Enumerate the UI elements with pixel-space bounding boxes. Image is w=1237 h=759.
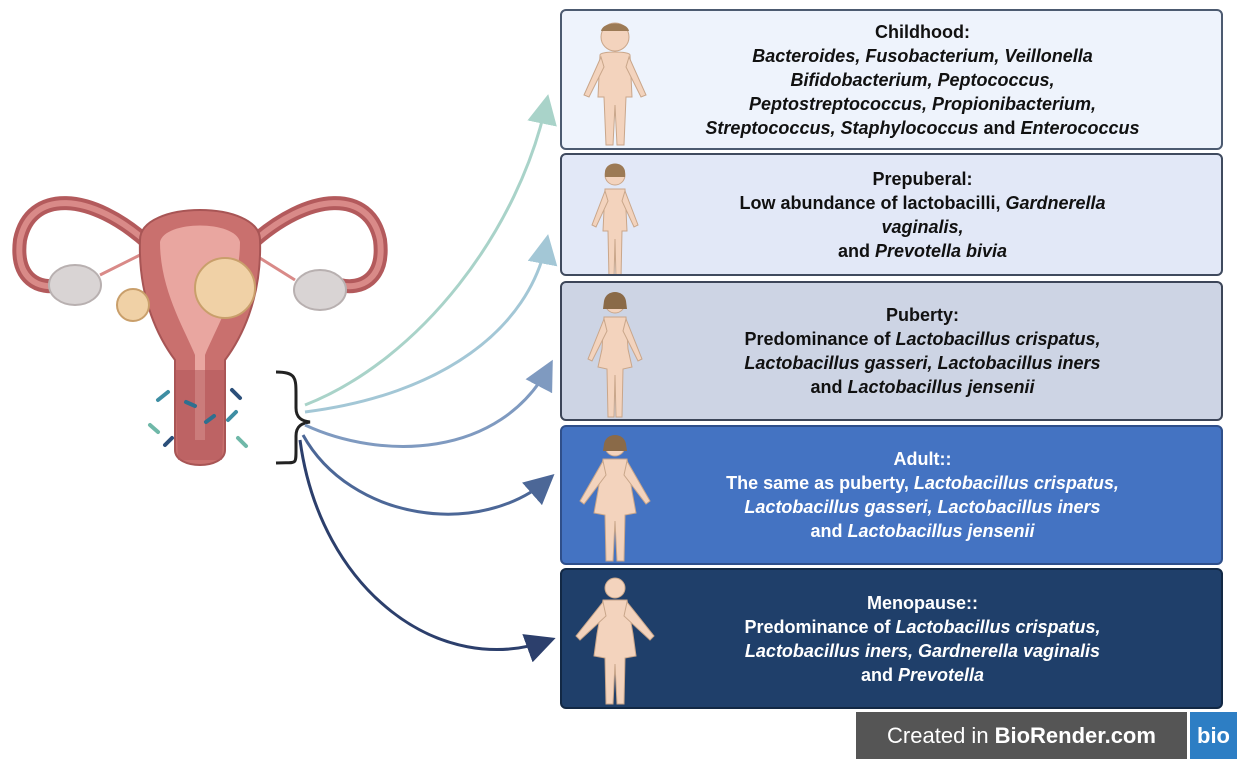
- text-run: Lactobacillus crispatus,: [895, 617, 1100, 637]
- stage-text: Adult::The same as puberty, Lactobacillu…: [632, 427, 1213, 563]
- stage-text: Childhood: Bacteroides, Fusobacterium, Ve…: [632, 11, 1213, 148]
- stage-line: Predominance of Lactobacillus crispatus,: [744, 615, 1100, 639]
- text-run: Lactobacillus iners, Gardnerella vaginal…: [745, 641, 1100, 661]
- text-run: and: [810, 521, 847, 541]
- stage-title: Childhood:: [875, 20, 970, 44]
- stage-text: Menopause::Predominance of Lactobacillus…: [632, 570, 1213, 707]
- stage-text: Prepuberal:Low abundance of lactobacilli…: [632, 155, 1213, 274]
- stage-line: Streptococcus, Staphylococcus and Entero…: [705, 116, 1139, 140]
- text-run: Low abundance of lactobacilli,: [739, 193, 1005, 213]
- stage-line: and Lactobacillus jensenii: [810, 375, 1034, 399]
- stage-title: Menopause::: [867, 591, 978, 615]
- biorender-badge-text: Created in BioRender.com: [856, 712, 1187, 759]
- text-run: Enterococcus: [1021, 118, 1140, 138]
- text-run: Prepuberal:: [872, 169, 972, 189]
- text-run: Lactobacillus jensenii: [847, 377, 1034, 397]
- stage-line: Bifidobacterium, Peptococcus,: [790, 68, 1054, 92]
- stage-line: vaginalis,: [881, 215, 963, 239]
- text-run: Prevotella: [898, 665, 984, 685]
- text-run: Lactobacillus jensenii: [847, 521, 1034, 541]
- text-run: vaginalis,: [881, 217, 963, 237]
- stage-prepuberal: Prepuberal:Low abundance of lactobacilli…: [560, 153, 1223, 276]
- text-run: Puberty:: [886, 305, 959, 325]
- arrow-to-adult: [303, 435, 550, 514]
- text-run: Predominance of: [744, 329, 895, 349]
- stage-line: and Prevotella: [861, 663, 984, 687]
- text-run: Lactobacillus crispatus,: [895, 329, 1100, 349]
- stage-childhood: Childhood: Bacteroides, Fusobacterium, Ve…: [560, 9, 1223, 150]
- stage-line: Lactobacillus gasseri, Lactobacillus ine…: [744, 495, 1100, 519]
- stage-line: Low abundance of lactobacilli, Gardnerel…: [739, 191, 1105, 215]
- text-run: Menopause::: [867, 593, 978, 613]
- stage-title: Prepuberal:: [872, 167, 972, 191]
- stage-line: Predominance of Lactobacillus crispatus,: [744, 327, 1100, 351]
- stage-line: Bacteroides, Fusobacterium, Veillonella: [752, 44, 1092, 68]
- text-run: Streptococcus, Staphylococcus: [705, 118, 978, 138]
- text-run: Gardnerella: [1006, 193, 1106, 213]
- text-run: and: [861, 665, 898, 685]
- text-run: Childhood:: [875, 22, 970, 42]
- badge-brand: BioRender.com: [995, 723, 1156, 749]
- biorender-logo: bio: [1190, 712, 1237, 759]
- badge-prefix: Created in: [887, 723, 989, 749]
- stage-text: Puberty:Predominance of Lactobacillus cr…: [632, 283, 1213, 419]
- text-run: The same as puberty,: [726, 473, 914, 493]
- stage-menopause: Menopause::Predominance of Lactobacillus…: [560, 568, 1223, 709]
- stage-line: Lactobacillus gasseri, Lactobacillus ine…: [744, 351, 1100, 375]
- text-run: Adult::: [894, 449, 952, 469]
- stage-title: Puberty:: [886, 303, 959, 327]
- arrow-to-childhood: [305, 100, 547, 405]
- stage-adult: Adult::The same as puberty, Lactobacillu…: [560, 425, 1223, 565]
- text-run: Prevotella bivia: [875, 241, 1007, 261]
- stage-title: Adult::: [894, 447, 952, 471]
- text-run: Lactobacillus gasseri, Lactobacillus ine…: [744, 497, 1100, 517]
- biorender-badge[interactable]: Created in BioRender.com bio: [856, 712, 1237, 759]
- text-run: Lactobacillus crispatus,: [914, 473, 1119, 493]
- stage-line: Peptostreptococcus, Propionibacterium,: [749, 92, 1096, 116]
- stage-puberty: Puberty:Predominance of Lactobacillus cr…: [560, 281, 1223, 421]
- stage-line: and Prevotella bivia: [838, 239, 1007, 263]
- text-run: and: [838, 241, 875, 261]
- arrows-layer: [0, 0, 560, 759]
- stage-line: Lactobacillus iners, Gardnerella vaginal…: [745, 639, 1100, 663]
- text-run: Bifidobacterium, Peptococcus,: [790, 70, 1054, 90]
- text-run: Peptostreptococcus, Propionibacterium,: [749, 94, 1096, 114]
- brace-icon: [276, 372, 310, 463]
- text-run: Predominance of: [744, 617, 895, 637]
- text-run: Lactobacillus gasseri, Lactobacillus ine…: [744, 353, 1100, 373]
- text-run: Bacteroides, Fusobacterium, Veillonella: [752, 46, 1092, 66]
- text-run: and: [979, 118, 1021, 138]
- stage-line: The same as puberty, Lactobacillus crisp…: [726, 471, 1119, 495]
- stage-line: and Lactobacillus jensenii: [810, 519, 1034, 543]
- text-run: and: [810, 377, 847, 397]
- arrow-to-menopause: [300, 440, 550, 650]
